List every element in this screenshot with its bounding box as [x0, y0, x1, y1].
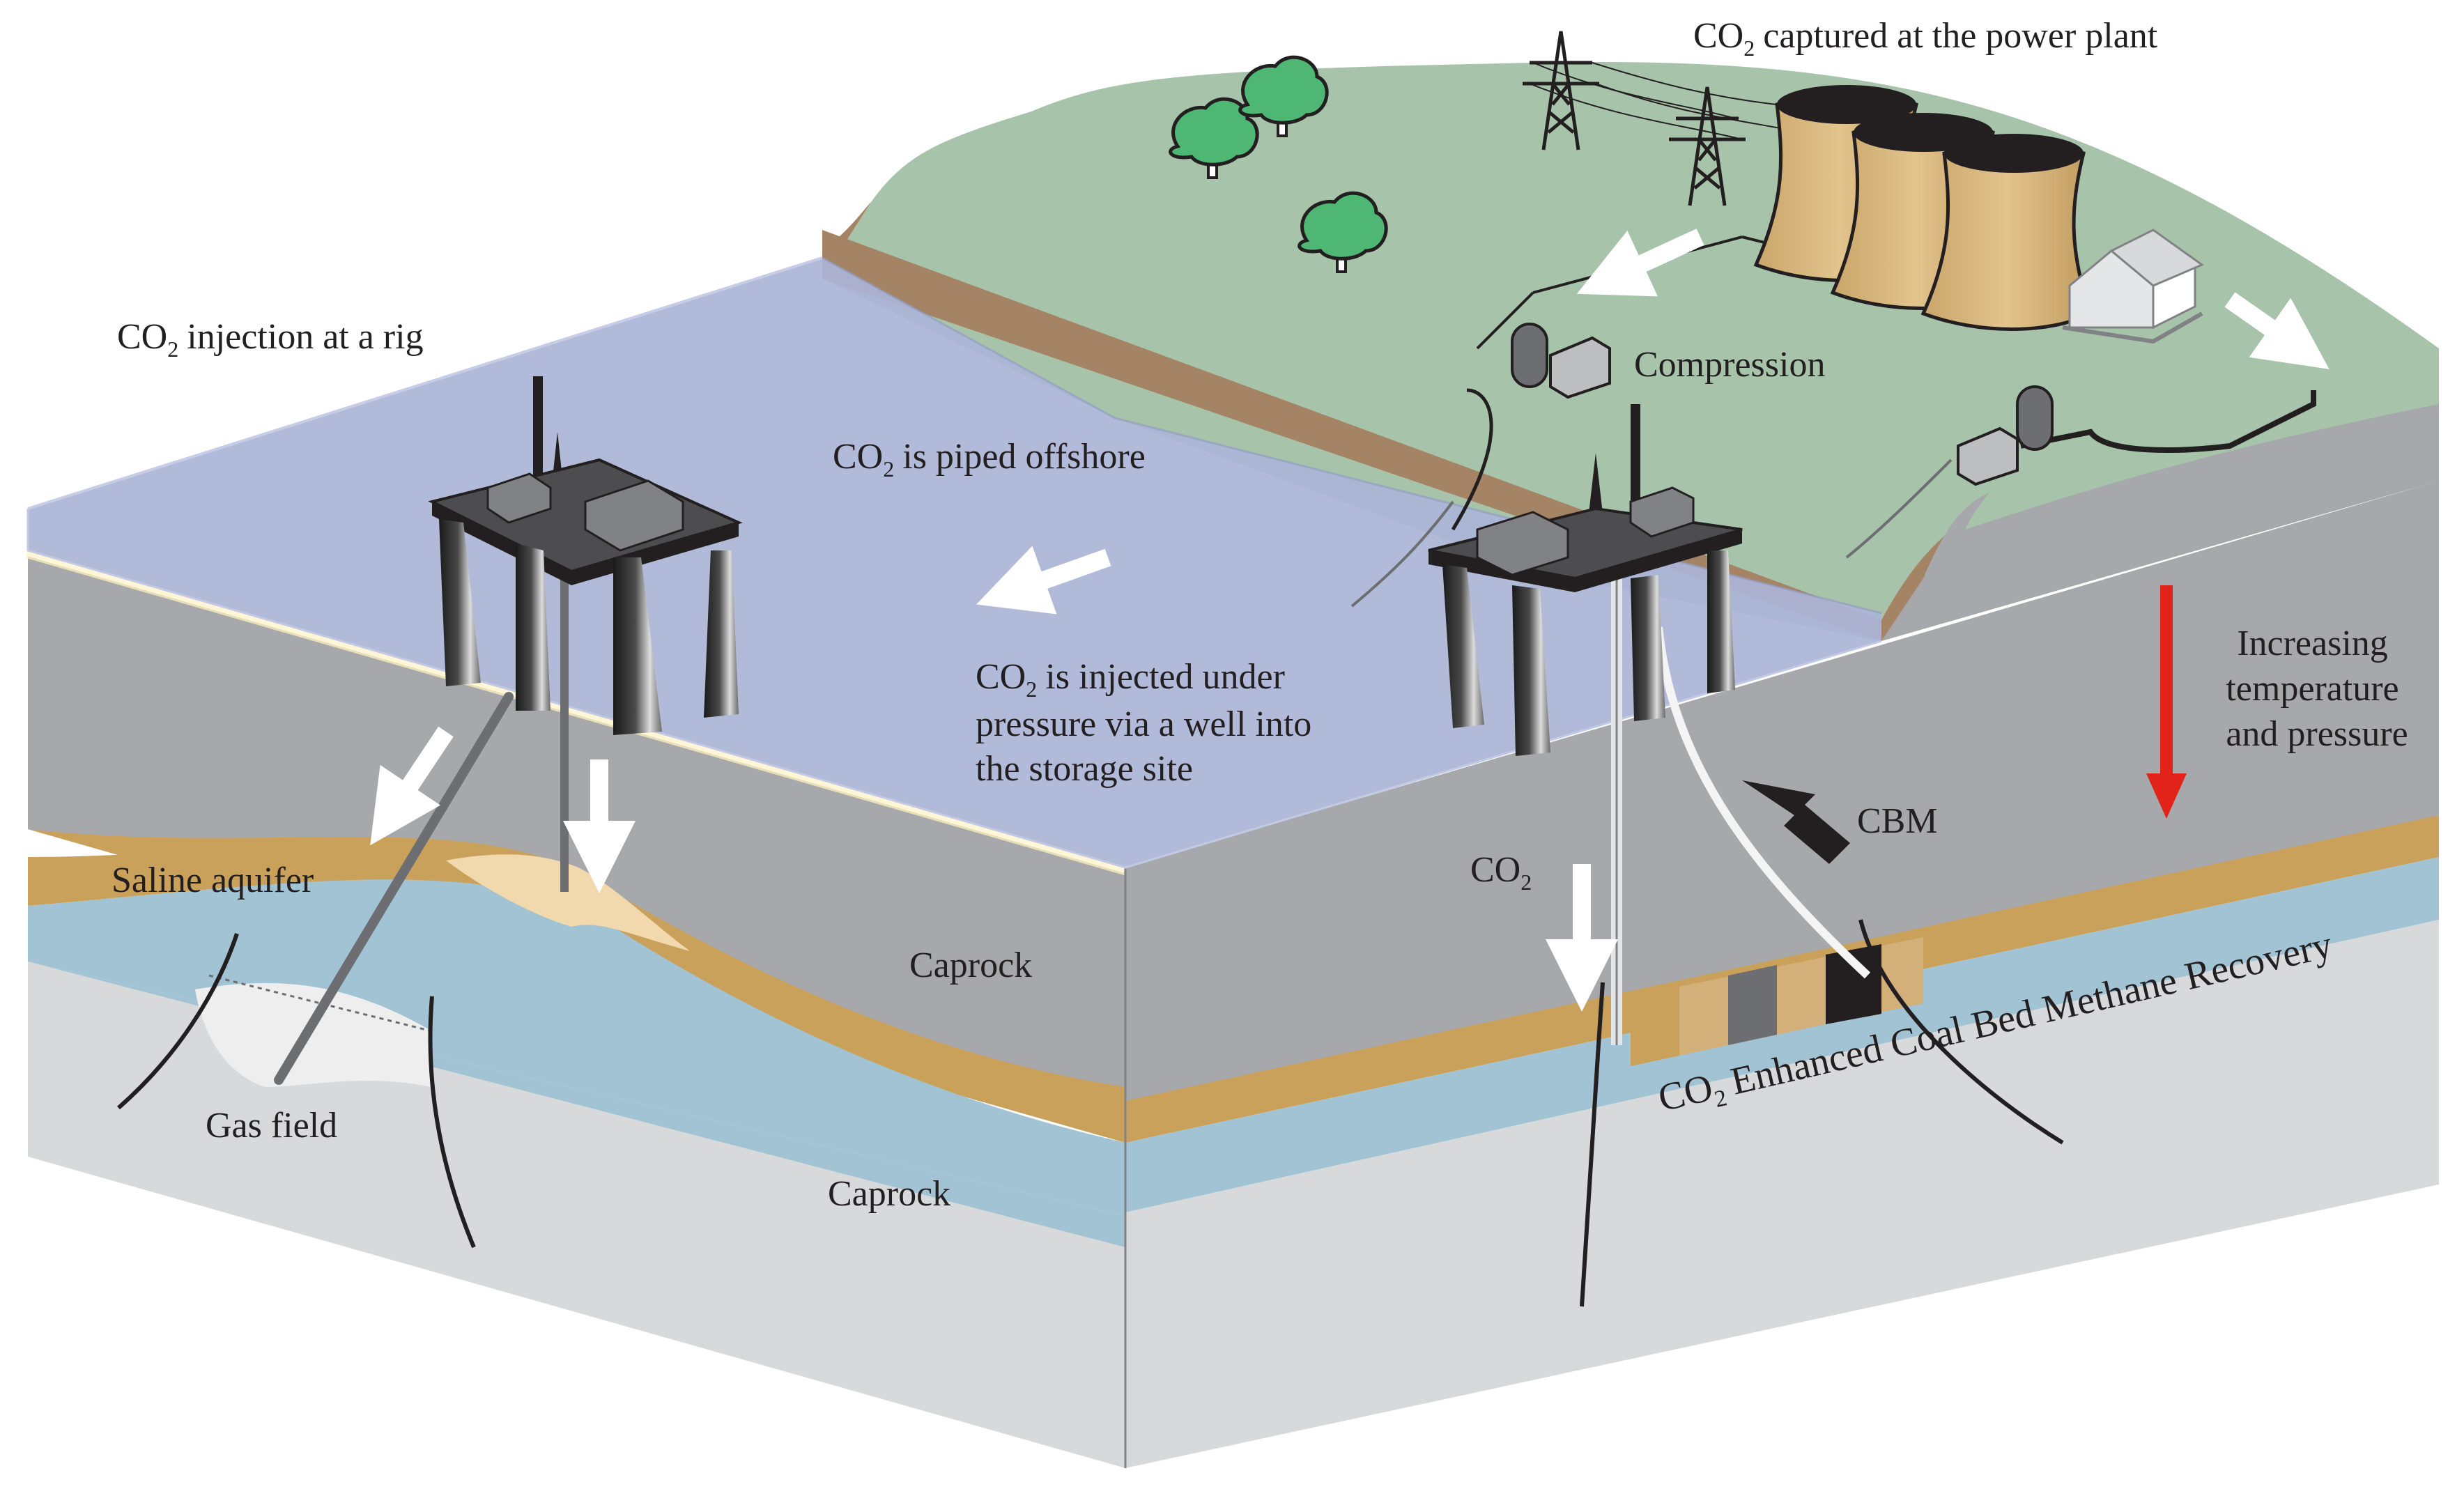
compressor-icon	[1511, 323, 1611, 399]
tree-icon	[1238, 55, 1329, 137]
label-compression: Compression	[1634, 345, 1825, 385]
arrow-powerplant-to-compression	[1576, 229, 1704, 297]
rig-icon	[428, 376, 743, 735]
house-icon	[2062, 229, 2205, 344]
cbm-arrow	[1742, 780, 1850, 864]
temperature-arrow	[2146, 585, 2187, 819]
label-gas-field: Gas field	[206, 1106, 337, 1145]
coal-seam	[1631, 937, 1923, 1066]
tree-icon	[1298, 191, 1388, 273]
basement-front	[28, 962, 1125, 1468]
compressor-icon	[1957, 385, 2054, 486]
pylon-icon	[1523, 31, 1599, 151]
label-temperature: Increasing temperature and pressure	[2226, 624, 2408, 754]
rig-icon	[1428, 404, 1743, 756]
gas-field	[195, 982, 432, 1087]
tree-icon	[1169, 97, 1259, 179]
label-caprock-low: Caprock	[828, 1174, 950, 1214]
flow-arrows	[370, 229, 2330, 1012]
arrow-offshore	[976, 546, 1111, 615]
label-saline-aquifer: Saline aquifer	[111, 861, 314, 900]
arrow-house-to-right	[2224, 292, 2330, 369]
aquifer-front	[28, 879, 1125, 1216]
label-caprock-mid: Caprock	[909, 946, 1032, 985]
power-lines	[1529, 62, 1785, 140]
co2-plume	[446, 854, 690, 951]
label-co2-well: CO2	[1470, 850, 1532, 895]
cooling-tower-icon	[1920, 134, 2093, 331]
pylon-icon	[1669, 86, 1746, 206]
faults	[117, 919, 2064, 1307]
label-cbm: CBM	[1857, 801, 1938, 841]
arrow-left-rig-down	[370, 726, 454, 846]
